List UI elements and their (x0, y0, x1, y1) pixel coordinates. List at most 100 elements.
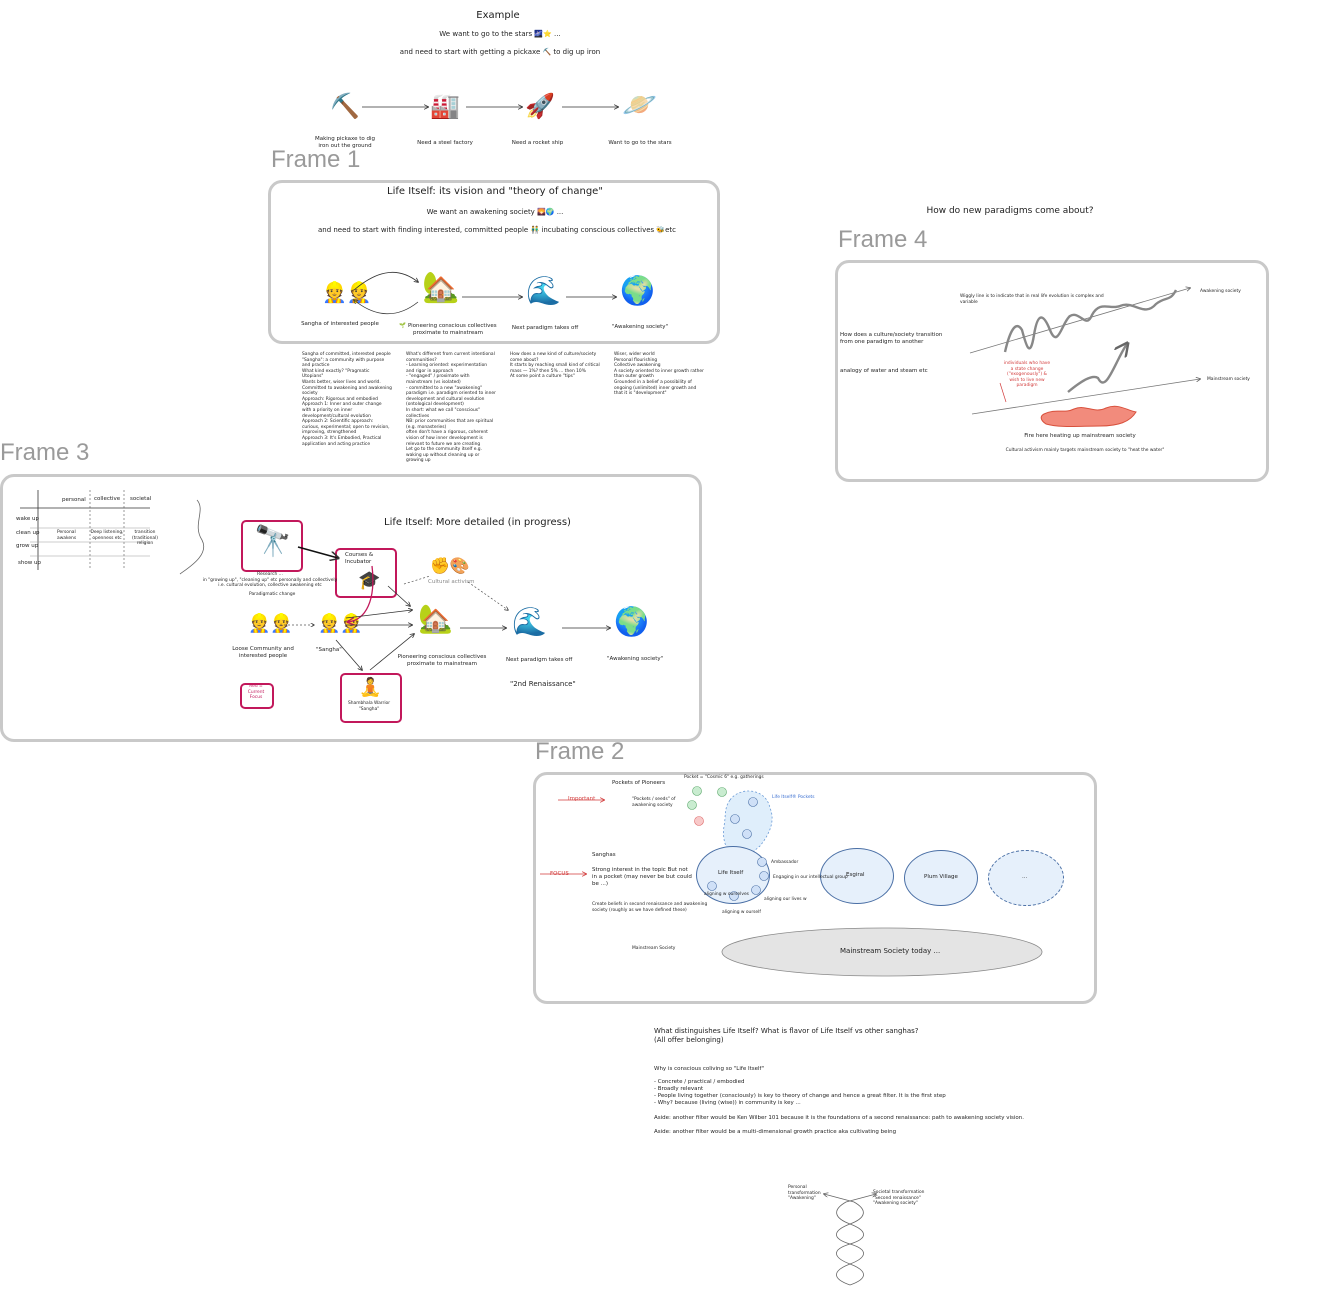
meditation-icon: 🧘 (359, 677, 382, 698)
frame4-top-note: Wiggly line is to indicate that in real … (960, 294, 1104, 305)
sanghas-text: Strong interest in the topic But not in … (592, 867, 692, 887)
important-label: Important (568, 796, 596, 802)
frame3-wave-icon: 🌊 (512, 605, 547, 638)
frame2-label: Frame 2 (535, 738, 625, 765)
activism-icon: ✊🎨 (430, 556, 470, 575)
next-paradigm-label: Next paradigm takes off (506, 657, 573, 663)
matrix-col-collective: collective (94, 496, 121, 502)
matrix-row-wake: wake up (16, 516, 39, 522)
cultural-activism-label: Cultural activism (428, 579, 475, 585)
frame3-house-icon: 🏡 (418, 602, 453, 635)
frame4-awakening-label: Awakening society (1200, 289, 1241, 294)
frame4-label: Frame 4 (838, 226, 928, 253)
frame4-fire-label: Fire here heating up mainstream society (1024, 433, 1136, 439)
pickaxe-icon: ⛏️ (330, 92, 360, 120)
example-title: Example (476, 10, 520, 21)
li-label-aligning-ourselves: aligning w ourselves (704, 892, 749, 897)
esgiral-label: Esgiral (846, 872, 865, 878)
rocket-icon: 🚀 (525, 92, 555, 120)
life-itself-dots (707, 857, 769, 901)
frame3[interactable] (0, 474, 702, 742)
frame4-mainstream-label: Mainstream society (1207, 377, 1250, 382)
li-label-engaging: Engaging in our intellectual group (773, 875, 848, 880)
frame4-bottom-note: Cultural activism mainly targets mainstr… (1005, 448, 1165, 453)
frame3-arrows (280, 546, 700, 740)
telescope-icon: 🔭 (254, 524, 292, 559)
frame1-title: Life Itself: its vision and "theory of c… (387, 186, 603, 197)
factory-icon: 🏭 (430, 92, 460, 120)
frame1-line1: We want an awakening society 🌄🌍 ... (426, 208, 564, 216)
shambhala-label: Shambhala Warrior "Sangha" (347, 701, 391, 712)
double-helix (810, 1190, 890, 1286)
plum-village-ellipse[interactable] (904, 850, 978, 906)
li-label-ambassador: Ambassador (771, 860, 799, 865)
bottom-aside-2: Aside: another filter would be a multi-d… (654, 1129, 897, 1135)
notes-column-1: Sangha of committed, interested people "… (302, 352, 392, 447)
pioneering-label: Pioneering conscious collectives proxima… (397, 654, 487, 667)
mainstream-today-label: Mainstream Society today ... (840, 947, 941, 955)
matrix-row-clean: clean up (16, 530, 40, 536)
shambhala-box[interactable] (340, 673, 402, 723)
example-label-factory: Need a steel factory (417, 140, 473, 146)
courses-box[interactable] (335, 548, 397, 598)
awakening-society-label: "Awakening society" (607, 656, 664, 662)
frame4-heading: How do new paradigms come about? (926, 206, 1094, 216)
other-sanghas-label: ... (1022, 874, 1028, 880)
frame4-red-note: individuals who have a state change ("ex… (1003, 361, 1051, 389)
pocket-note: Pocket = "Cosmic 6" e.g. gatherings (684, 775, 764, 780)
life-itself-label: Life Itself (718, 870, 744, 876)
helix-right-label: Societal transformation "Second renaissa… (873, 1190, 925, 1207)
life-itself-pockets: Life Itself® Pockets (772, 795, 815, 800)
bottom-question-1b: (All offer belonging) (654, 1036, 724, 1044)
notes-column-4: Wiser, wider world Personal flourishing … (614, 352, 704, 397)
example-line1: We want to go to the stars 🌌⭐ ... (439, 30, 561, 38)
frame4-question: How does a culture/society transition fr… (840, 332, 943, 345)
pockets-seeds: "Pockets / seeds" of awakening society (632, 797, 676, 808)
frame1-label-awakening: "Awakening society" (611, 324, 669, 330)
plum-village-label: Plum Village (924, 874, 958, 880)
esgiral-ellipse[interactable] (820, 848, 894, 904)
li-label-aligning-lives: aligning our lives w (764, 897, 807, 902)
frame1-arrows (0, 271, 1328, 315)
frame4[interactable] (835, 260, 1269, 482)
mainstream-left-label: Mainstream Society (632, 946, 676, 951)
people-icon: 👷👷 (322, 280, 372, 304)
research-box[interactable] (241, 520, 303, 572)
matrix-cell-2: Deep listening, openness etc (90, 530, 124, 541)
frame1-label: Frame 1 (271, 146, 361, 173)
matrix-col-societal: societal (130, 496, 152, 502)
courses-label: Courses & Incubator (345, 552, 374, 565)
renaissance-label: "2nd Renaissance" (510, 680, 576, 688)
loose-community-label: Loose Community and interested people (232, 646, 294, 659)
bottom-question-2: Why is conscious coliving so "Life Itsel… (654, 1066, 764, 1072)
frame2[interactable] (533, 772, 1097, 1004)
li-label-aligning-ourself: aligning w ourself (722, 910, 761, 915)
other-sanghas-ellipse[interactable] (988, 850, 1064, 906)
red-legend-box (240, 683, 274, 709)
frame1-line2: and need to start with finding intereste… (317, 226, 677, 234)
frame3-globe-icon: 🌍 (614, 605, 649, 638)
matrix-cell-1: Personal awakens (57, 530, 77, 541)
frame3-title: Life Itself: More detailed (in progress) (384, 517, 571, 528)
example-label-pickaxe: Making pickaxe to dig iron out the groun… (314, 136, 376, 149)
loose-community-icon: 👷👷 (248, 613, 293, 634)
example-label-rocket: Need a rocket ship (511, 140, 564, 146)
example-label-stars: Want to go to the stars (608, 140, 672, 146)
notes-column-3: How does a new kind of culture/society c… (510, 352, 600, 380)
frame1-label-pioneering: 🌱 Pioneering conscious collectives proxi… (399, 323, 497, 336)
red-legend-label: Red = Current Focus (247, 684, 265, 701)
matrix-row-show: show up (18, 560, 41, 566)
growth-matrix-grid (20, 490, 205, 575)
sanghas-heading: Sanghas (592, 852, 616, 858)
house-icon: 🏡 (422, 270, 460, 305)
wave-icon: 🌊 (526, 274, 561, 307)
matrix-col-personal: personal (62, 497, 86, 503)
frame4-analogy: analogy of water and steam etc (840, 368, 928, 374)
matrix-row-grow: grow up (16, 543, 39, 549)
frame1[interactable] (268, 180, 720, 344)
pockets-heading: Pockets of Pioneers (612, 780, 666, 786)
frame1-label-next: Next paradigm takes off (511, 325, 579, 331)
frame1-label-sangha: Sangha of interested people (301, 321, 379, 327)
paradigmatic-change: Paradigmatic change (249, 592, 296, 597)
helix-left-label: Personal transformation "Awakening" (788, 1185, 821, 1202)
